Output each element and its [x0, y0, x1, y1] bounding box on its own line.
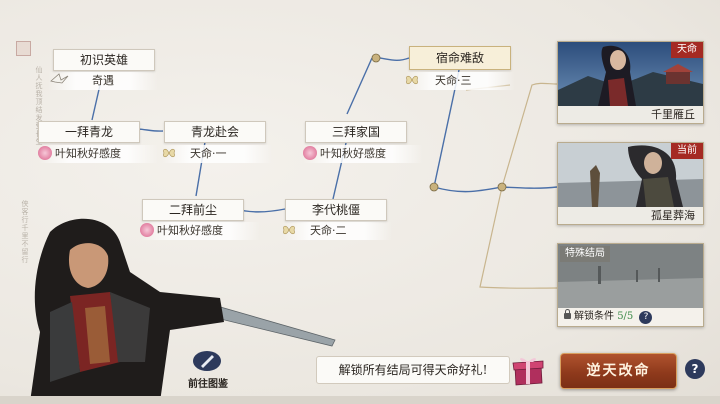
node-second-oath-title: 二拜前尘: [142, 199, 244, 221]
butterfly-icon: [283, 225, 295, 235]
butterfly-icon: [406, 75, 418, 85]
unlock-condition: 解锁条件 5/5 ?: [558, 308, 703, 326]
node-first-meet-title: 初识英雄: [53, 49, 155, 71]
bottom-border: [0, 396, 720, 404]
help-button[interactable]: ?: [685, 359, 705, 379]
calligraphy-decoration: 仙人抚我顶结发受长生: [35, 66, 43, 146]
node-qinglong-sub: 天命·一: [162, 145, 272, 163]
calligraphy-decoration-2: 侠客行千里不留行: [21, 200, 29, 264]
node-third-oath-sub: 叶知秋好感度: [303, 145, 423, 163]
ending-badge-current: 当前: [671, 143, 703, 159]
pink-flower-icon: [303, 146, 317, 160]
node-lidai-sub: 天命·二: [282, 222, 392, 240]
hero-portrait: [30, 218, 336, 402]
gift-box-icon[interactable]: [511, 355, 545, 387]
ending-card-qianli[interactable]: 天命 千里雁丘: [557, 41, 704, 124]
node-nemesis-title: 宿命难敌: [409, 46, 511, 70]
node-first-oath-title: 一拜青龙: [38, 121, 140, 143]
pink-flower-icon: [38, 146, 52, 160]
butterfly-icon: [163, 148, 175, 158]
node-qinglong-title: 青龙赴会: [164, 121, 266, 143]
defy-fate-button[interactable]: 逆天改命: [560, 353, 677, 389]
reward-hint: 解锁所有结局可得天命好礼!: [316, 356, 510, 384]
node-first-meet-sub: 奇遇: [48, 72, 158, 90]
paper-crane-icon: [50, 73, 69, 84]
pink-flower-icon: [140, 223, 154, 237]
unlock-help-button[interactable]: ?: [639, 311, 653, 324]
node-first-oath-sub: 叶知秋好感度: [38, 145, 158, 163]
ending-name: 孤星葬海: [558, 207, 703, 224]
lock-icon: [564, 309, 571, 319]
special-ending-card[interactable]: 特殊结局 解锁条件 5/5 ?: [557, 243, 704, 327]
seal-stamp: [16, 41, 31, 56]
node-third-oath-title: 三拜家国: [305, 121, 407, 143]
special-ending-illustration: [558, 244, 703, 308]
book-quill-icon[interactable]: [190, 350, 224, 372]
node-second-oath-sub: 叶知秋好感度: [140, 222, 260, 240]
gallery-button-label[interactable]: 前往图鉴: [188, 379, 228, 390]
ending-card-guxing[interactable]: 当前 孤星葬海: [557, 142, 704, 225]
node-nemesis-sub: 天命·三: [405, 72, 515, 90]
ending-badge-fate: 天命: [671, 42, 703, 58]
unlock-count: 5/5: [617, 311, 634, 322]
node-lidai-title: 李代桃僵: [285, 199, 387, 221]
special-ending-tag: 特殊结局: [560, 246, 610, 262]
ending-name: 千里雁丘: [558, 106, 703, 123]
